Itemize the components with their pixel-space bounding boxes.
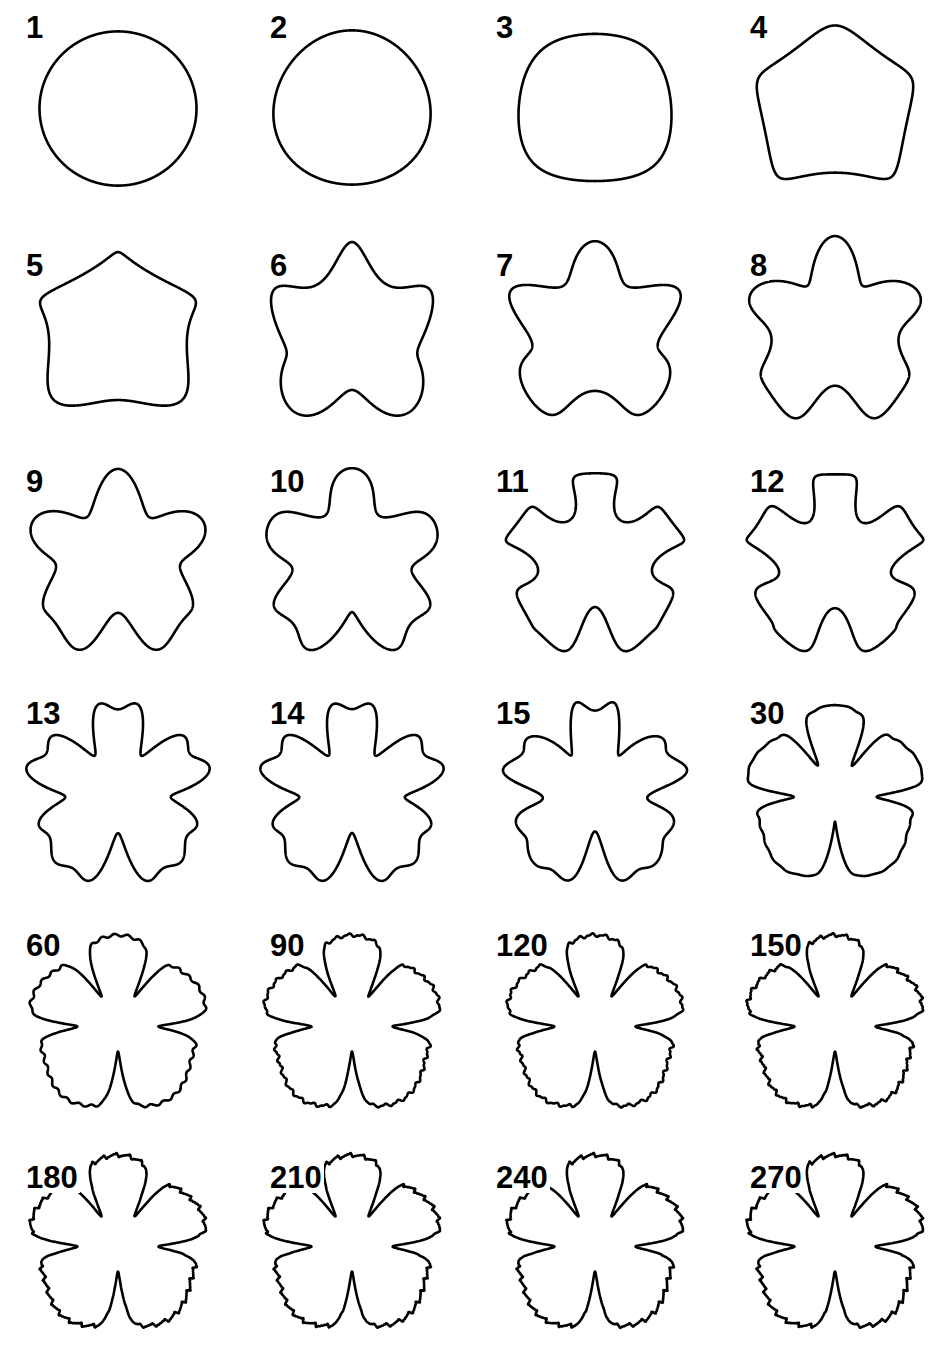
- leaf-outline: [757, 25, 913, 179]
- panel-number: 150: [748, 930, 804, 961]
- panel-number: 15: [494, 698, 532, 729]
- leaf-outline: [749, 236, 921, 418]
- panel-number: 6: [268, 250, 289, 281]
- panel-number: 90: [268, 930, 306, 961]
- panel-number: 240: [494, 1162, 550, 1193]
- leaf-outline: [271, 242, 433, 416]
- leaf-outline: [260, 704, 443, 881]
- leaf-outline: [509, 241, 680, 415]
- panel-number: 270: [748, 1162, 804, 1193]
- leaf-outline: [31, 469, 206, 650]
- panel-number: 14: [268, 698, 306, 729]
- panel-number: 180: [24, 1162, 80, 1193]
- panel-number: 9: [24, 466, 45, 497]
- panel-number: 8: [748, 250, 769, 281]
- panel-number: 5: [24, 250, 45, 281]
- panel-number: 210: [268, 1162, 324, 1193]
- leaf-outline: [519, 34, 672, 181]
- leaf-outline: [263, 1153, 440, 1328]
- panel-number: 120: [494, 930, 550, 961]
- leaf-outline: [506, 473, 684, 651]
- leaf-outline: [748, 705, 922, 876]
- panel-number: 13: [24, 698, 62, 729]
- panel-number: 60: [24, 930, 62, 961]
- panel-number: 4: [748, 12, 769, 43]
- leaf-outline: [747, 474, 924, 651]
- leaf-outline: [40, 31, 197, 185]
- panel-number: 12: [748, 466, 786, 497]
- panel-number: 2: [268, 12, 289, 43]
- panel-number: 10: [268, 466, 306, 497]
- leaf-outline: [26, 703, 209, 881]
- panel-number: 30: [748, 698, 786, 729]
- leaf-outline: [273, 30, 430, 184]
- panel-number: 1: [24, 12, 45, 43]
- leaf-outline: [40, 252, 196, 406]
- panel-number: 7: [494, 250, 515, 281]
- panel-number: 11: [494, 466, 531, 497]
- panel-number: 3: [494, 12, 515, 43]
- leaf-outline: [746, 1153, 923, 1328]
